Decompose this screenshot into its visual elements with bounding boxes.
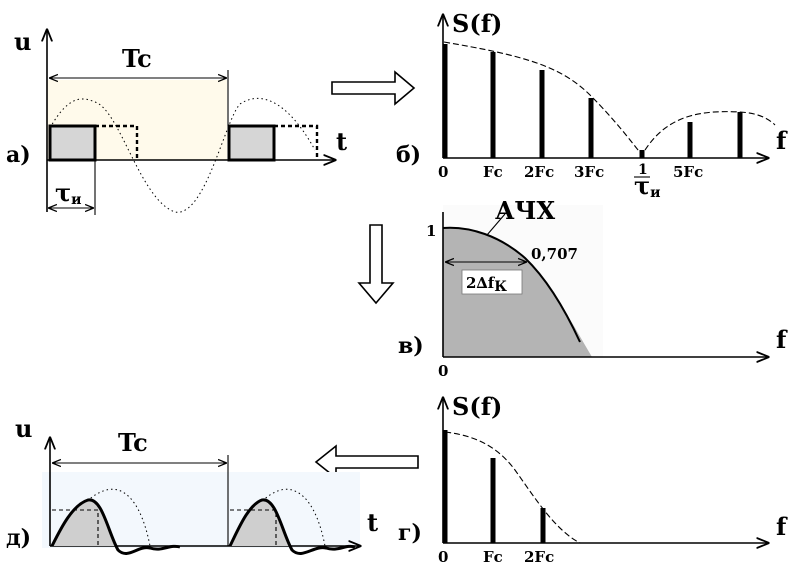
tau-label: τи <box>55 178 82 208</box>
left-block-arrow <box>314 444 419 480</box>
tc-label-d: Tc <box>118 428 148 457</box>
tick-0-b: 0 <box>438 163 448 181</box>
panel-v-frequency-response: 2∆fК АЧХ 0,707 1 0 f в) <box>398 196 788 380</box>
fundamental-d-1 <box>57 488 151 547</box>
ach-pointer <box>486 213 506 236</box>
tc-label-a: Tc <box>122 44 152 73</box>
pulse-2-dashed <box>274 124 319 160</box>
tick-5fc-b: 5Fc <box>673 163 703 181</box>
zero-v: 0 <box>438 362 448 380</box>
ach-label: АЧХ <box>495 196 555 225</box>
fundamental-harmonic <box>49 97 316 213</box>
tick-2fc-b: 2Fc <box>524 163 554 181</box>
f-label-v: f <box>776 325 788 354</box>
orig-pulse-outline-1 <box>52 509 99 546</box>
tick-3fc-b: 3Fc <box>574 163 604 181</box>
s-label-b: S(f) <box>452 9 502 38</box>
panel-g-spectrum: 0 Fc 2Fc S(f) f г) <box>398 392 788 566</box>
fundamental-d-2 <box>232 488 326 547</box>
tick-1-over: 1 <box>638 162 648 178</box>
panel-d-filtered-signal: Tc u t д) <box>6 414 378 555</box>
tick-0-g: 0 <box>438 548 448 566</box>
f-label-g: f <box>776 512 788 541</box>
panel-label-v: в) <box>398 333 424 359</box>
bandwidth-label: 2∆fК <box>466 274 507 295</box>
tick-tau-b: τи <box>634 171 661 201</box>
panel-label-d: д) <box>6 525 31 551</box>
level-0707: 0,707 <box>531 245 578 263</box>
t-label-a: t <box>336 127 347 156</box>
tick-fc-g: Fc <box>483 548 503 566</box>
bandwidth-box <box>461 269 523 295</box>
filtered-waveform-2 <box>228 498 356 555</box>
panel-label-a: а) <box>6 142 31 168</box>
f-label-b: f <box>776 126 788 155</box>
down-block-arrow <box>357 224 395 305</box>
pulse-1 <box>48 124 97 162</box>
panel-label-g: г) <box>398 520 422 546</box>
tick-fc-b: Fc <box>483 163 503 181</box>
tick-2fc-g: 2Fc <box>524 548 554 566</box>
pulse-1-dashed <box>95 124 139 160</box>
u-label-d: u <box>15 414 32 443</box>
panel-b-spectrum: 0 Fc 2Fc 3Fc 1 τи 5Fc S(f) f б) <box>396 9 788 201</box>
spectrum-envelope-g <box>444 431 581 544</box>
t-label-d: t <box>367 508 378 537</box>
panel-label-b: б) <box>396 142 421 168</box>
s-label-g: S(f) <box>452 392 502 421</box>
panel-a-pulse-train: Tc τи u t а) <box>6 27 347 215</box>
u-label-a: u <box>14 27 31 56</box>
right-block-arrow <box>331 70 416 106</box>
pulse-2 <box>227 124 276 162</box>
filtered-pulse-fill-1 <box>52 499 115 546</box>
level-1: 1 <box>426 222 436 240</box>
filtered-waveform-1 <box>50 498 181 555</box>
